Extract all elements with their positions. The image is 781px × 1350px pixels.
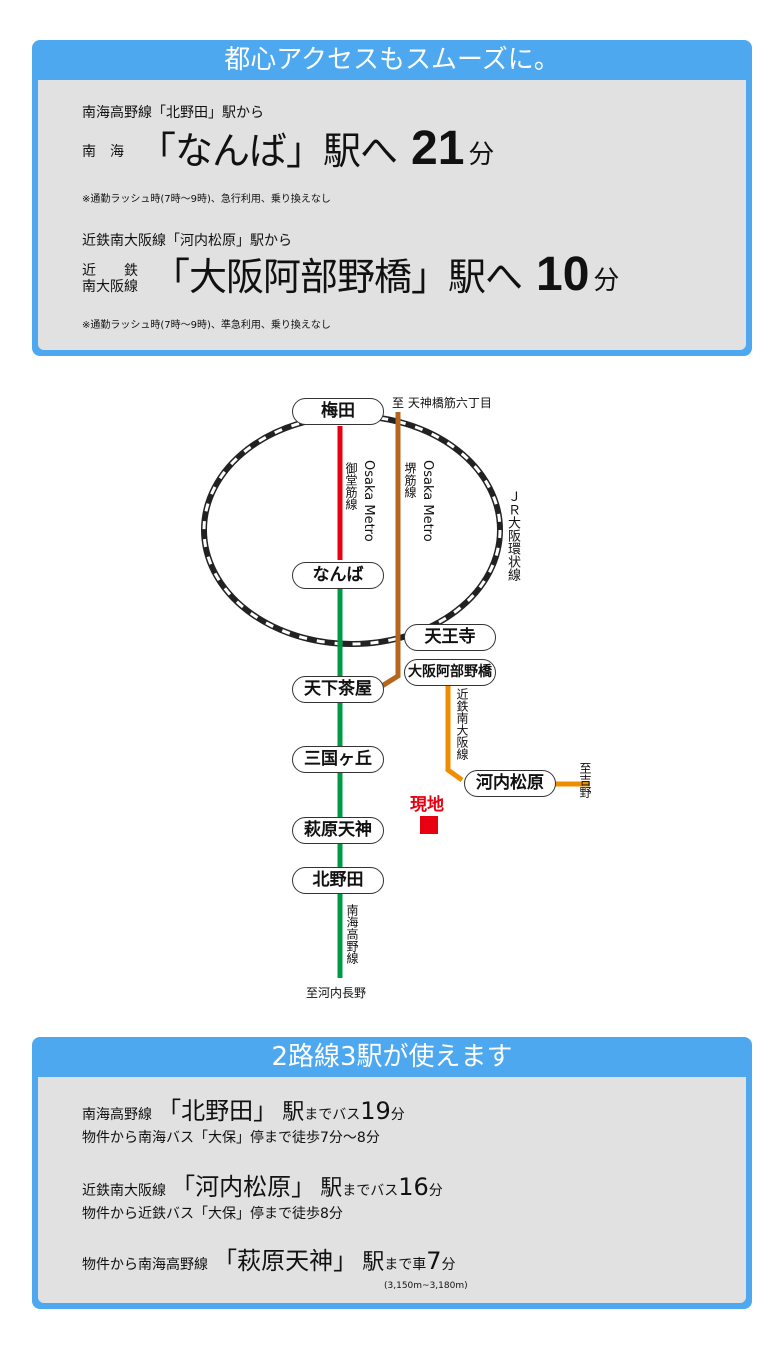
route1-from: 南海高野線「北野田」駅から <box>82 105 264 121</box>
label-kintetsu: 近鉄南大阪線 <box>455 688 469 760</box>
label-to-kawachinagano: 至河内長野 <box>306 986 367 1000</box>
route2-from: 近鉄南大阪線「河内松原」駅から <box>82 233 292 249</box>
r2-unit: 分 <box>428 1183 443 1199</box>
route2-dest: 「大阪阿部野橋」駅へ <box>152 255 523 299</box>
station-tennoji: 天王寺 <box>404 624 496 651</box>
route-lines <box>201 412 590 978</box>
r2-sub: 物件から近鉄バス「大保」停まで徒歩8分 <box>82 1206 343 1222</box>
line-row-2: 近鉄南大阪線 「河内松原」 駅までバス16分 <box>82 1167 443 1202</box>
label-midosuji: 御堂筋線 <box>344 462 358 510</box>
route1-dest: 「なんば」駅へ <box>138 129 398 173</box>
route1-row: 南 海 「なんば」駅へ 21 分 <box>82 120 494 175</box>
line-row-1: 南海高野線 「北野田」 駅までバス19分 <box>82 1091 405 1126</box>
site-marker <box>420 816 438 834</box>
label-jr-loop: ＪＲ大阪環状線 <box>505 490 520 581</box>
lines-panel: 2路線3駅が使えます 南海高野線 「北野田」 駅までバス19分 物件から南海バス… <box>32 1037 752 1309</box>
r2-eki: 駅 <box>320 1176 343 1201</box>
route2-note: ※通勤ラッシュ時(7時～9時)、準急利用、乗り換えなし <box>82 320 331 331</box>
lines-title: 2路線3駅が使えます <box>271 1042 513 1072</box>
route1-note: ※通勤ラッシュ時(7時～9時)、急行利用、乗り換えなし <box>82 194 331 205</box>
station-hagiharatenjin: 萩原天神 <box>292 817 384 844</box>
access-panel: 都心アクセスもスムーズに。 南海高野線「北野田」駅から 南 海 「なんば」駅へ … <box>32 40 752 356</box>
label-nankai: 南海高野線 <box>345 904 359 964</box>
station-kitanoda: 北野田 <box>292 867 384 894</box>
route2-minutes: 10 <box>536 248 590 301</box>
route-map: 梅田 なんば 天王寺 大阪阿部野橋 天下茶屋 三国ヶ丘 河内松原 萩原天神 北野… <box>0 360 781 1010</box>
r1-line: 南海高野線 <box>82 1107 152 1123</box>
r3-sub: (3,150m~3,180m) <box>384 1281 468 1291</box>
r1-mode: までバス <box>304 1107 361 1123</box>
r1-station: 「北野田」 <box>157 1097 278 1125</box>
route2-line-top: 近 鉄 <box>82 263 138 279</box>
station-tengachaya: 天下茶屋 <box>292 676 384 703</box>
r3-mode: まで車 <box>384 1257 427 1273</box>
label-sakaisuji: 堺筋線 <box>403 462 417 498</box>
sakaisuji-line <box>380 412 401 689</box>
route2-row: 近 鉄 南大阪線 「大阪阿部野橋」駅へ 10 分 <box>82 246 619 301</box>
label-site: 現地 <box>410 795 444 815</box>
r1-minutes: 19 <box>360 1097 391 1125</box>
r3-eki: 駅 <box>362 1250 385 1275</box>
route1-minutes: 21 <box>411 122 465 175</box>
station-namba: なんば <box>292 562 384 589</box>
route2-unit: 分 <box>593 266 620 296</box>
r2-mode: までバス <box>342 1183 399 1199</box>
label-to-tenjinbashi: 至 天神橋筋六丁目 <box>392 396 492 410</box>
r3-line: 物件から南海高野線 <box>82 1257 208 1273</box>
r3-station: 「萩原天神」 <box>213 1247 358 1275</box>
route1-line: 南 海 <box>82 144 124 160</box>
route1-unit: 分 <box>468 140 495 170</box>
r3-minutes: 7 <box>426 1247 442 1275</box>
kintetsu-line <box>445 686 464 783</box>
station-abenobashi: 大阪阿部野橋 <box>404 659 496 686</box>
r3-unit: 分 <box>441 1257 456 1273</box>
r1-eki: 駅 <box>282 1100 305 1125</box>
label-to-yoshino: 至吉野 <box>578 762 592 798</box>
line-row-3: 物件から南海高野線 「萩原天神」 駅まで車7分 <box>82 1241 455 1276</box>
station-umeda: 梅田 <box>292 398 384 425</box>
label-sakaisuji-en: Osaka Metro <box>420 460 435 542</box>
label-midosuji-en: Osaka Metro <box>361 460 376 542</box>
route2-line-bottom: 南大阪線 <box>82 279 138 295</box>
r1-sub: 物件から南海バス「大保」停まで徒歩7分～8分 <box>82 1130 380 1146</box>
access-title: 都心アクセスもスムーズに。 <box>224 45 560 75</box>
r2-minutes: 16 <box>398 1173 429 1201</box>
station-mikunigaoka: 三国ヶ丘 <box>292 746 384 773</box>
r2-line: 近鉄南大阪線 <box>82 1183 166 1199</box>
route2-line: 近 鉄 南大阪線 <box>82 263 138 301</box>
r1-unit: 分 <box>390 1107 405 1123</box>
station-kawachimatsubara: 河内松原 <box>464 770 556 797</box>
r2-station: 「河内松原」 <box>171 1173 316 1201</box>
